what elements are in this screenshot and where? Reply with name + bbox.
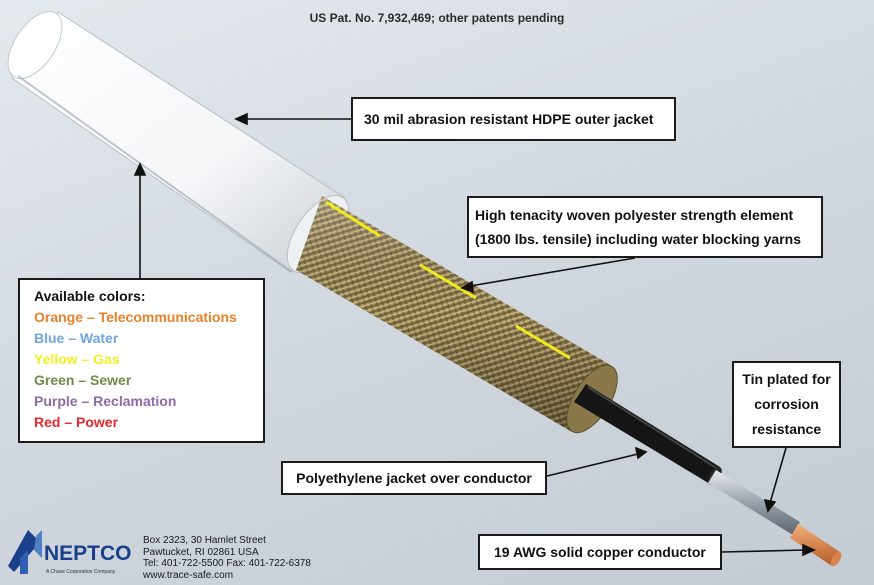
address-line-1: Box 2323, 30 Hamlet Street: [143, 535, 266, 546]
colors-heading: Available colors:: [34, 288, 146, 304]
tin-plated-callout: Tin plated for corrosion resistance: [732, 361, 841, 448]
phone-fax-line: Tel: 401-722-5500 Fax: 401-722-6378: [143, 558, 311, 569]
available-colors-callout: Available colors: Orange – Telecommunica…: [18, 278, 265, 443]
neptco-logo: NEPTCO A Chase Corporation Company: [6, 528, 134, 580]
color-item-green: Green – Sewer: [34, 372, 132, 388]
tin-line-2: corrosion: [754, 396, 819, 412]
logo-name: NEPTCO: [44, 542, 132, 565]
color-item-yellow: Yellow – Gas: [34, 351, 120, 367]
outer-jacket-callout: 30 mil abrasion resistant HDPE outer jac…: [351, 97, 676, 141]
copper-conductor-callout: 19 AWG solid copper conductor: [478, 534, 722, 570]
tin-plated-conductor: [708, 470, 800, 535]
strength-line-1: High tenacity woven polyester strength e…: [475, 207, 794, 223]
leader-lines: [133, 112, 816, 557]
patent-note: US Pat. No. 7,932,469; other patents pen…: [309, 11, 565, 25]
address-line-2: Pawtucket, RI 02861 USA: [143, 546, 259, 558]
neptco-logo-mark-icon: [8, 530, 42, 574]
color-item-orange: Orange – Telecommunications: [34, 309, 237, 325]
pe-jacket-callout: Polyethylene jacket over conductor: [281, 461, 547, 495]
website-link[interactable]: www.trace-safe.com: [143, 569, 234, 581]
outer-jacket-label: 30 mil abrasion resistant HDPE outer jac…: [364, 111, 654, 127]
tin-line-1: Tin plated for: [742, 371, 831, 387]
color-item-red: Red – Power: [34, 414, 119, 430]
logo-tagline: A Chase Corporation Company: [46, 569, 116, 575]
strength-element-callout: High tenacity woven polyester strength e…: [467, 196, 823, 258]
color-item-purple: Purple – Reclamation: [34, 393, 177, 409]
copper-conductor: [790, 524, 842, 567]
strength-element: [296, 196, 618, 434]
tin-line-3: resistance: [751, 421, 822, 437]
pe-jacket: [574, 384, 722, 485]
copper-label: 19 AWG solid copper conductor: [494, 544, 706, 560]
color-item-blue: Blue – Water: [34, 330, 119, 346]
strength-line-2: (1800 lbs. tensile) including water bloc…: [475, 231, 801, 247]
pe-jacket-label: Polyethylene jacket over conductor: [296, 470, 532, 486]
contact-info: Box 2323, 30 Hamlet Street Pawtucket, RI…: [143, 535, 311, 581]
